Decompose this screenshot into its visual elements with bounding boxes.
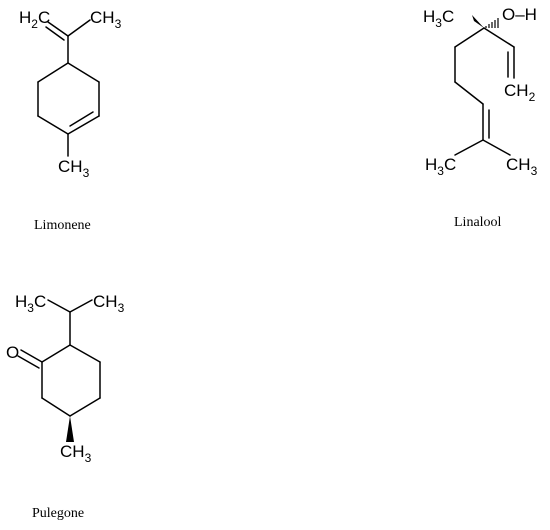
pulegone-ring-bond-3	[69, 397, 101, 417]
limonene-ch3-bottom-label: CH3	[58, 157, 90, 180]
linalool-bond-c7-ch3-right	[482, 139, 511, 156]
limonene-ring-bond-3	[67, 115, 100, 135]
limonene-name: Limonene	[34, 218, 91, 233]
limonene-ring-bond-6	[37, 62, 69, 83]
linalool-h3c-top-label: H3C	[423, 7, 454, 30]
linalool-hashed-bond	[485, 18, 499, 28]
pulegone-structure: H3C CH3 O CH3	[6, 292, 125, 465]
pulegone-ch3-bottom-label: CH3	[60, 442, 92, 465]
linalool-bond-c3-c2	[483, 27, 515, 48]
limonene-ring-double-inner	[69, 111, 94, 127]
linalool-ch2-label: CH2	[504, 81, 536, 104]
limonene-ring-bond-1	[67, 62, 100, 83]
pulegone-ring-bond-1	[69, 344, 101, 363]
pulegone-ring-bond-6	[41, 344, 71, 363]
pulegone-ch3-top-label: CH3	[93, 292, 125, 315]
linalool-wedge-bond	[472, 15, 484, 28]
pulegone-bond-isopropyl-right	[69, 299, 93, 313]
pulegone-ring-bond-4	[41, 397, 71, 417]
pulegone-bond-isopropyl-left	[47, 299, 71, 313]
limonene-double-bond-inner	[45, 26, 65, 41]
linalool-h3c-bottom-label: H3C	[425, 155, 456, 178]
linalool-structure: H3C O–H CH2 H3C CH3	[423, 5, 538, 178]
linalool-ch3-bottom-label: CH3	[506, 155, 538, 178]
linalool-name: Linalool	[454, 215, 502, 230]
linalool-oh-label: O–H	[502, 5, 537, 24]
limonene-ch3-top-label: CH3	[90, 8, 122, 31]
pulegone-carbonyl-inner	[17, 355, 40, 369]
pulegone-carbonyl-outer	[20, 349, 43, 363]
limonene-h2c-label: H2C	[19, 8, 50, 31]
limonene-ring-bond-4	[37, 115, 69, 135]
linalool-bond-c5-c6	[454, 81, 484, 105]
pulegone-name: Pulegone	[32, 506, 85, 521]
linalool-bond-c7-ch3-left	[454, 139, 484, 156]
pulegone-h3c-label: H3C	[15, 292, 46, 315]
limonene-structure: H2C CH3 CH3	[19, 8, 122, 180]
pulegone-oxygen-label: O	[6, 343, 19, 362]
limonene-bond-c8-ch3	[67, 19, 91, 37]
pulegone-wedge-bond	[66, 416, 74, 442]
limonene-double-bond-outer	[47, 21, 69, 37]
linalool-bond-c3-c4	[454, 27, 485, 48]
